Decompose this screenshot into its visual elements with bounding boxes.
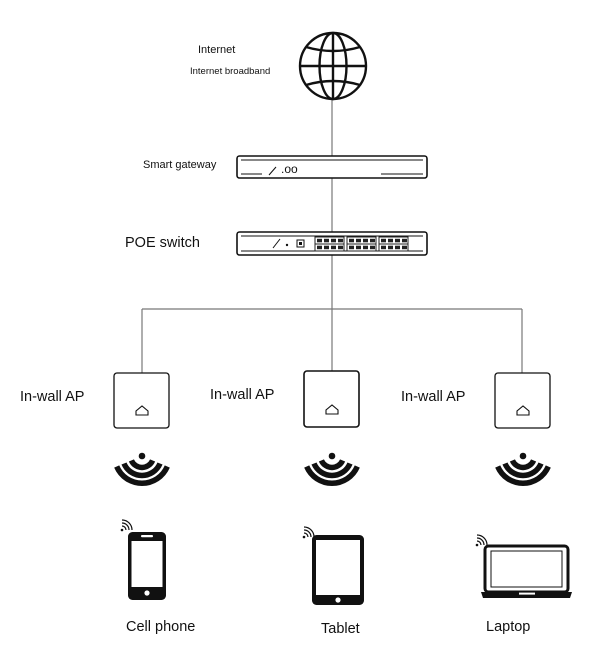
connector-lines	[141, 100, 523, 373]
ap-label-2: In-wall AP	[210, 387, 275, 403]
in-wall-ap-3	[494, 372, 551, 429]
ap-label-3: In-wall AP	[401, 389, 466, 405]
smart-gateway-label: Smart gateway	[143, 159, 217, 171]
globe-icon	[298, 31, 368, 101]
cell-phone-icon	[128, 532, 166, 600]
laptop-icon	[481, 544, 572, 598]
device-label-tablet: Tablet	[321, 621, 360, 637]
in-wall-ap-2	[303, 370, 360, 428]
gateway-indicator-text: .oo	[281, 162, 298, 176]
wifi-signal-icon-3	[495, 452, 551, 486]
wifi-signal-icon-2	[304, 452, 360, 486]
internet-subtitle: Internet broadband	[190, 66, 271, 77]
wifi-mark-icon-laptop	[475, 534, 488, 547]
wifi-mark-icon-phone	[120, 519, 133, 532]
device-label-laptop: Laptop	[486, 619, 531, 635]
smart-gateway-device	[236, 155, 428, 179]
in-wall-ap-1	[113, 372, 170, 429]
poe-switch-label: POE switch	[125, 235, 200, 251]
wifi-signal-icon-1	[114, 452, 170, 486]
ap-label-1: In-wall AP	[20, 389, 85, 405]
device-label-cell-phone: Cell phone	[126, 619, 196, 635]
tablet-icon	[312, 535, 364, 605]
internet-title: Internet	[198, 44, 236, 56]
poe-switch-device	[236, 231, 428, 256]
wifi-mark-icon-tablet	[302, 526, 315, 539]
